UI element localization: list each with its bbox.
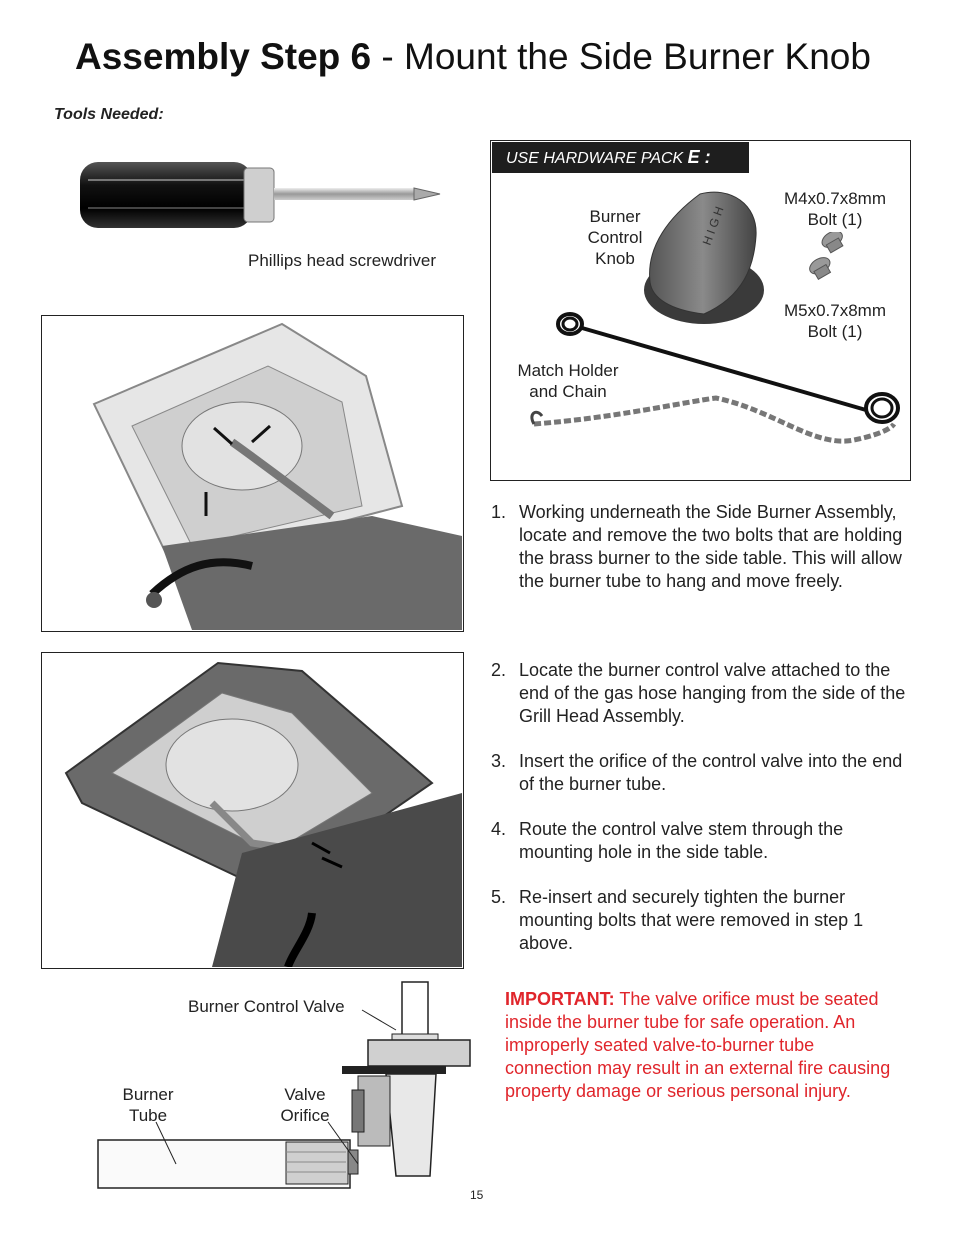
match-holder-chain-icon	[530, 312, 900, 444]
m4-bolt-line-2: Bolt (1)	[807, 210, 863, 229]
step-number: 4.	[491, 819, 507, 839]
m5-bolt-label: M5x0.7x8mm Bolt (1)	[772, 300, 898, 342]
bolt-icon	[809, 232, 844, 280]
steps-group-2: 2. Locate the burner control valve attac…	[491, 659, 916, 955]
m4-bolt-line-1: M4x0.7x8mm	[783, 189, 887, 208]
important-label: IMPORTANT:	[505, 989, 615, 1009]
match-holder-line-1: Match Holder	[517, 361, 619, 380]
step-item: 2. Locate the burner control valve attac…	[491, 659, 916, 728]
burner-tube-line-2: Tube	[128, 1106, 168, 1125]
burner-tube-line-1: Burner	[122, 1085, 174, 1104]
step-number: 5.	[491, 887, 507, 907]
burner-knob-icon: H I G H	[644, 191, 764, 324]
step-number: 1.	[491, 502, 507, 522]
important-text: The valve orifice must be seated inside …	[505, 989, 891, 1101]
knob-label: Burner Control Knob	[572, 206, 658, 269]
grill-photo-step-1	[41, 315, 464, 632]
m5-bolt-line-1: M5x0.7x8mm	[783, 301, 887, 320]
hardware-pack-header: USE HARDWARE PACK E :	[492, 142, 749, 173]
knob-label-line-3: Knob	[595, 249, 635, 268]
step-item: 4. Route the control valve stem through …	[491, 818, 916, 864]
page-number: 15	[470, 1188, 484, 1202]
title-bold: Assembly Step 6	[75, 36, 372, 77]
step-text: Insert the orifice of the control valve …	[519, 751, 903, 794]
valve-orifice-label: Valve Orifice	[268, 1084, 342, 1126]
step-number: 3.	[491, 751, 507, 771]
valve-orifice-diagram	[97, 981, 471, 1189]
side-burner-underside-image	[42, 316, 462, 630]
valve-label: Burner Control Valve	[188, 997, 345, 1016]
m4-bolt-label: M4x0.7x8mm Bolt (1)	[772, 188, 898, 230]
important-notice: IMPORTANT: The valve orifice must be sea…	[505, 988, 900, 1103]
match-holder-line-2: and Chain	[529, 382, 607, 401]
burner-tube-label: Burner Tube	[110, 1084, 186, 1126]
valve-orifice-line-1: Valve	[284, 1085, 326, 1104]
knob-label-line-1: Burner	[589, 207, 641, 226]
step-item: 3. Insert the orifice of the control val…	[491, 750, 916, 796]
hardware-header-prefix: USE HARDWARE PACK	[506, 150, 688, 167]
step-text: Locate the burner control valve attached…	[519, 660, 906, 726]
knob-label-line-2: Control	[587, 228, 643, 247]
tools-needed-heading: Tools Needed:	[54, 106, 164, 123]
hardware-header-letter: E :	[687, 147, 711, 167]
step-text: Working underneath the Side Burner Assem…	[519, 502, 903, 591]
match-holder-label: Match Holder and Chain	[506, 360, 630, 402]
step-item: 5. Re-insert and securely tighten the bu…	[491, 886, 916, 955]
step-number: 2.	[491, 660, 507, 680]
page-title: Assembly Step 6 - Mount the Side Burner …	[75, 36, 871, 78]
screwdriver-caption: Phillips head screwdriver	[248, 251, 437, 270]
valve-orifice-line-2: Orifice	[280, 1106, 330, 1125]
grill-photo-step-2	[41, 652, 464, 969]
steps-group-1: 1. Working underneath the Side Burner As…	[491, 501, 916, 593]
valve-install-image	[42, 653, 462, 968]
screwdriver-illustration	[80, 162, 441, 228]
title-rest: - Mount the Side Burner Knob	[371, 36, 871, 77]
m5-bolt-line-2: Bolt (1)	[807, 322, 863, 341]
step-text: Route the control valve stem through the…	[519, 819, 844, 862]
step-text: Re-insert and securely tighten the burne…	[519, 887, 864, 953]
step-item: 1. Working underneath the Side Burner As…	[491, 501, 916, 593]
